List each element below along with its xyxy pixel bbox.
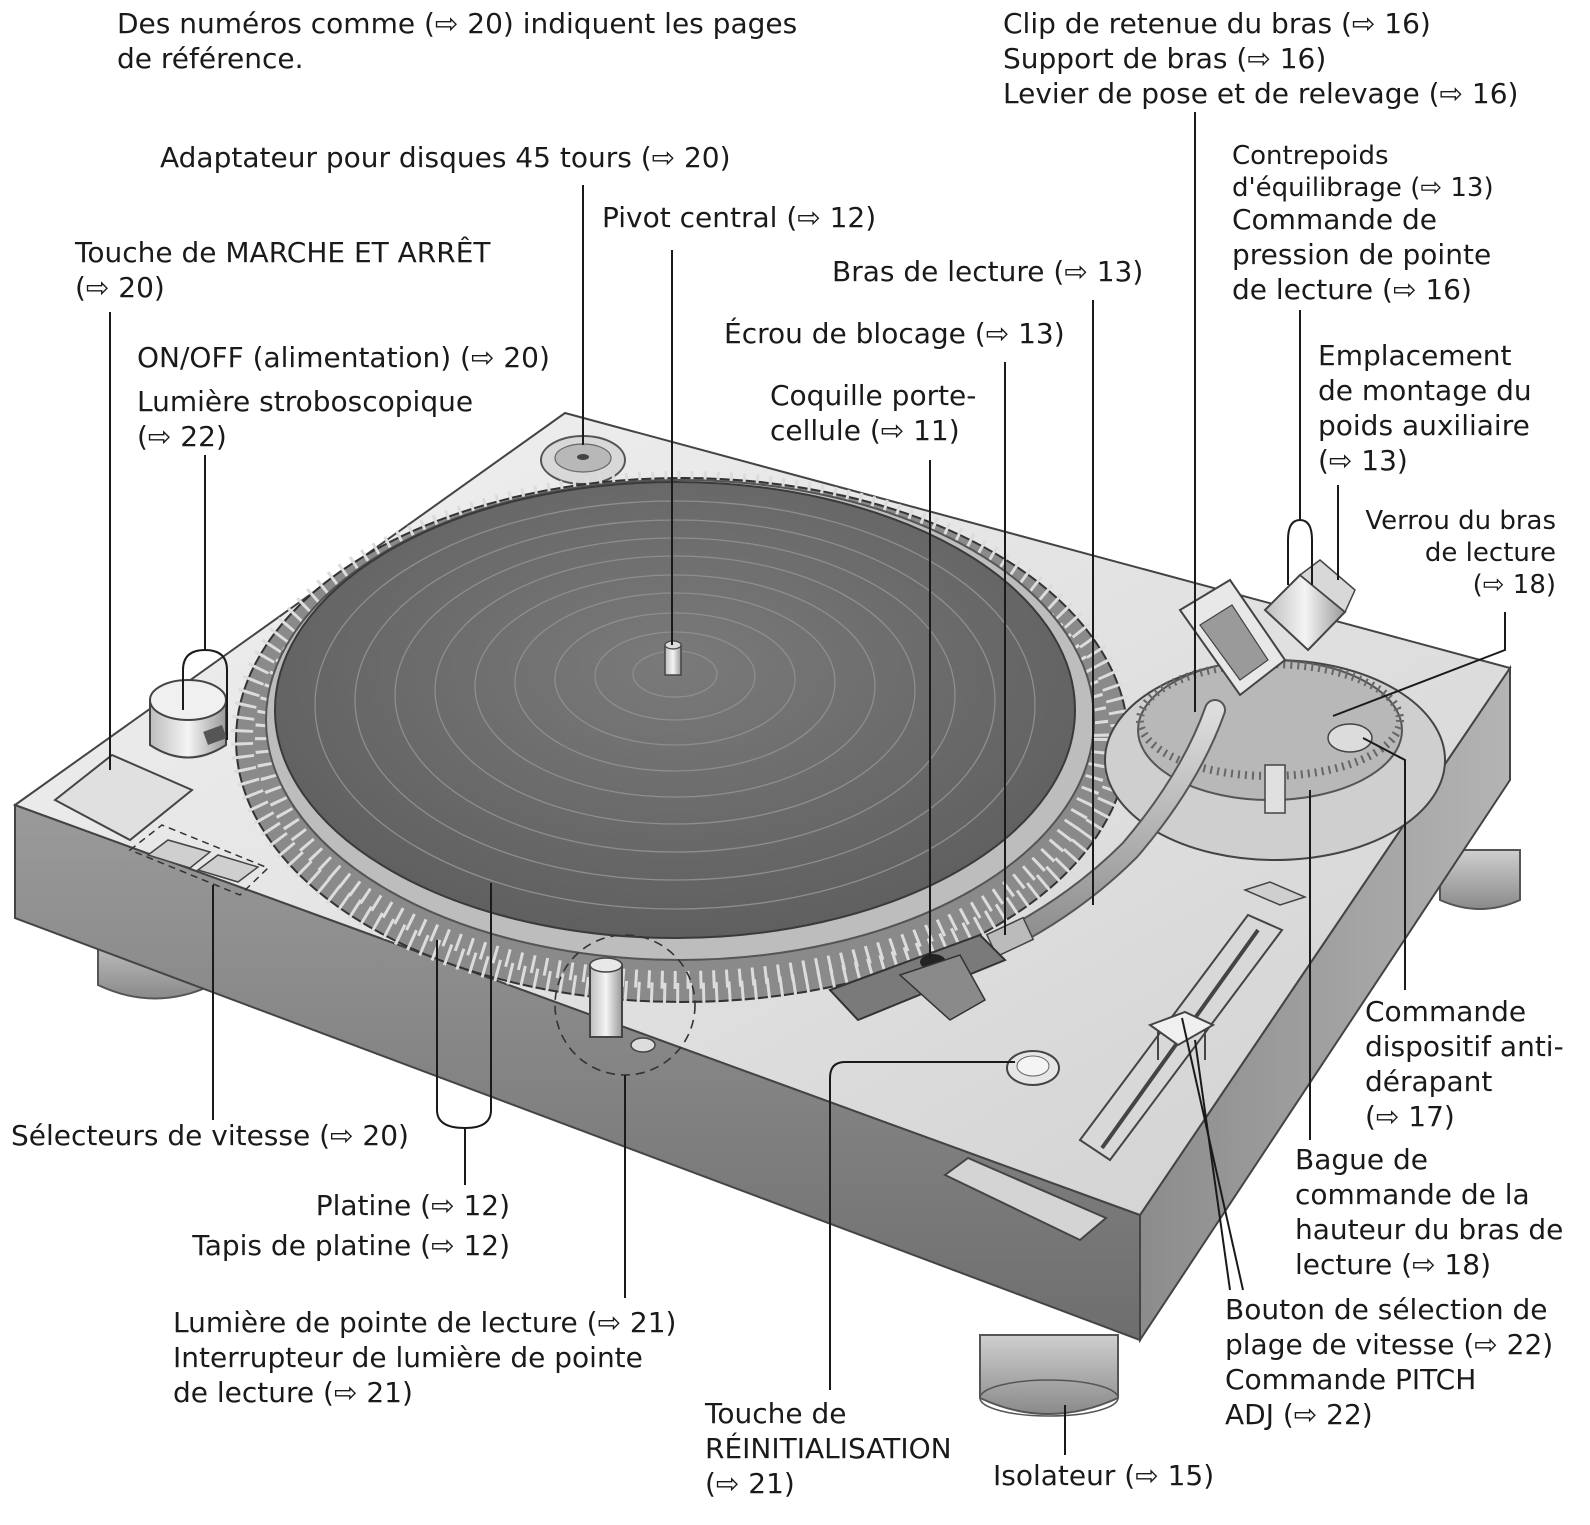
reference-note: Des numéros comme (⇨ 20) indiquent les p…: [117, 7, 798, 75]
pitch-slider: [1078, 881, 1308, 1162]
label-bague-hauteur: Bague de commande de la hauteur du bras …: [1295, 1143, 1564, 1281]
label-lumiere-pointe: Lumière de pointe de lecture (⇨ 21) Inte…: [173, 1306, 677, 1409]
label-bras-de-lecture: Bras de lecture (⇨ 13): [832, 255, 1144, 288]
label-platine: Platine (⇨ 12): [315, 1189, 510, 1222]
label-selecteurs-vitesse: Sélecteurs de vitesse (⇨ 20): [11, 1119, 409, 1152]
tonearm-gimbal: [1178, 578, 1287, 697]
platter-mat: [274, 481, 1076, 939]
start-stop-button: [53, 753, 194, 842]
counterweight: [1263, 559, 1356, 652]
stylus-light: [554, 934, 696, 1076]
arm-rest: [1264, 764, 1286, 814]
center-spindle: [664, 640, 682, 676]
isolator-foot: [979, 1334, 1119, 1417]
label-isolateur: Isolateur (⇨ 15): [993, 1459, 1215, 1492]
foot-back-right: [1439, 849, 1521, 910]
label-anti-derapant: Commande dispositif anti- dérapant (⇨ 17…: [1365, 995, 1564, 1133]
label-emplacement-poids: Emplacement de montage du poids auxiliai…: [1318, 339, 1532, 477]
label-verrou-bras: Verrou du bras de lecture (⇨ 18): [1365, 506, 1556, 600]
label-lumiere-stroboscopique: Lumière stroboscopique (⇨ 22): [137, 385, 474, 453]
label-pivot-central: Pivot central (⇨ 12): [602, 201, 877, 234]
label-bouton-plage-pitch: Bouton de sélection de plage de vitesse …: [1225, 1293, 1554, 1431]
label-contrepoids: Contrepoids d'équilibrage (⇨ 13): [1232, 141, 1494, 203]
tonearm-base: [1104, 659, 1446, 861]
label-adaptateur-45: Adaptateur pour disques 45 tours (⇨ 20): [160, 141, 731, 174]
leader-lines: [109, 112, 1506, 1455]
label-coquille-porte-cellule: Coquille porte- cellule (⇨ 11): [770, 379, 977, 447]
label-commande-pression: Commande de pression de pointe de lectur…: [1232, 203, 1492, 306]
power-knob: [149, 679, 227, 759]
reset-button: [1006, 1050, 1060, 1086]
label-onoff: ON/OFF (alimentation) (⇨ 20): [137, 341, 550, 374]
speed-selector-buttons: [128, 824, 270, 896]
label-clip-support-levier: Clip de retenue du bras (⇨ 16) Support d…: [1003, 7, 1519, 110]
label-reinitialisation: Touche de RÉINITIALISATION (⇨ 21): [705, 1397, 952, 1500]
label-touche-marche-arret: Touche de MARCHE ET ARRÊT (⇨ 20): [75, 236, 491, 304]
label-ecrou-blocage: Écrou de blocage (⇨ 13): [724, 317, 1065, 350]
label-tapis-platine: Tapis de platine (⇨ 12): [192, 1229, 510, 1262]
front-nameplate: [943, 1156, 1108, 1242]
tonearm: [985, 699, 1226, 958]
